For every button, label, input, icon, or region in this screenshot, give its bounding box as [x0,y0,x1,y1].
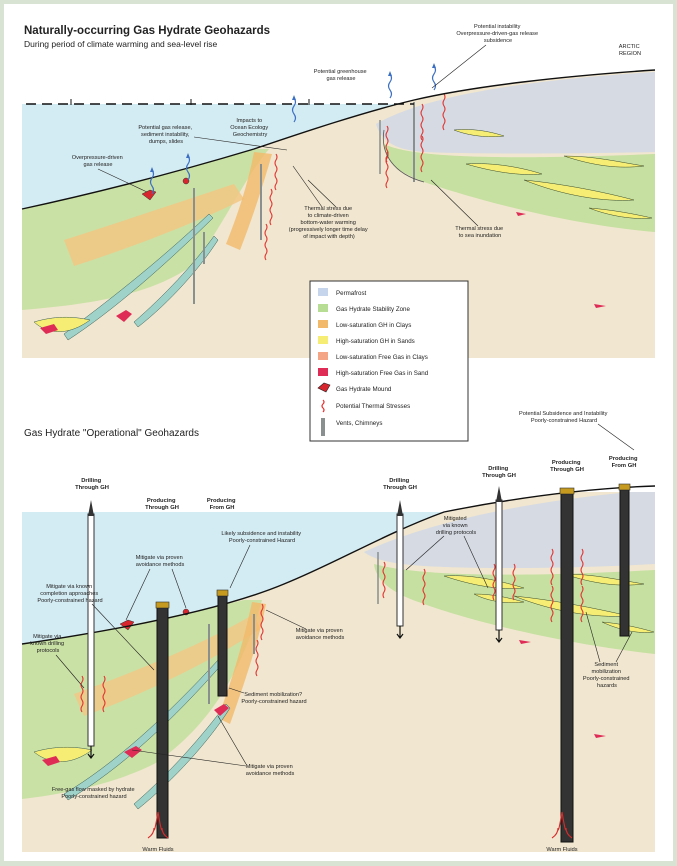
legend-label: High-saturation Free Gas in Sand [336,370,429,377]
geohazards-diagram: Naturally-occurring Gas Hydrate Geohazar… [21,24,656,853]
label-drilling-protocols-left: Mitigate via known drilling protocols [30,634,65,654]
well-producing-through-right [559,487,575,843]
label-avoidance-low: Mitigate via proven avoidance methods [246,764,295,777]
label-thermal-sea: Thermal stress due to sea inundation [455,226,504,239]
label-instability: Potential instability Overpressure-drive… [456,24,539,44]
label-drilling-left: Drilling Through GH [75,478,109,491]
label-completion: Mitigate via known completion approaches… [37,584,102,604]
label-producing-from-left: Producing From GH [207,498,237,511]
legend-label: Low-saturation GH in Clays [336,322,411,329]
label-free-gas: Free-gas flow masked by hydrate Poorly-c… [52,787,136,800]
top-subtitle: During period of climate warming and sea… [24,39,217,49]
label-drilling-mid: Drilling Through GH [383,478,417,491]
permafrost [376,72,655,154]
top-title: Naturally-occurring Gas Hydrate Geohazar… [24,25,270,37]
legend-swatch-ghsz [318,304,328,312]
warm-fluids-left-icon [147,811,169,839]
label-overpressure: Overpressure-driven gas release [72,155,125,168]
label-gas-release: Potential gas release, sediment instabil… [138,125,193,145]
label-ocean-ecology: Impacts to Ocean Ecology Geochemistry [230,118,270,138]
legend-mound-icon [317,382,331,393]
legend-swatch-lowsat-gh [318,320,328,328]
label-sediment-mob-right: Sediment mobilization Poorly-constrained… [583,662,631,689]
legend-swatch-highsat-gh [318,336,328,344]
well-drilling-mid [396,500,404,639]
top-cross-section [22,70,655,358]
legend-swatch-lowsat-gas [318,352,328,360]
legend-label: Permafrost [336,290,367,297]
label-region: ARCTIC REGION [619,44,641,57]
legend-thermal-icon [321,399,325,413]
label-sediment-mob: Sediment mobilization? Poorly-constraine… [241,692,306,705]
legend-label: Low-saturation Free Gas in Clays [336,354,428,361]
legend-label: Vents, Chimneys [336,420,382,427]
label-thermal-warming: Thermal stress due to climate-driven bot… [289,206,370,240]
label-greenhouse: Potential greenhouse gas release [314,69,368,82]
well-producing-from-right [618,483,631,637]
legend: Permafrost Gas Hydrate Stability Zone Lo… [309,280,469,442]
legend-swatch-highsat-gas [318,368,328,376]
label-subsidence-top: Potential Subsidence and Instability Poo… [519,411,609,424]
well-producing-through-left [155,601,170,839]
warm-fluids-right-icon [551,811,573,839]
ocean-water [22,100,414,209]
legend-vent-icon [321,418,325,436]
figure-frame: Naturally-occurring Gas Hydrate Geohazar… [4,4,673,861]
label-likely-subsidence: Likely subsidence and instability Poorly… [221,531,302,544]
label-drilling-right: Drilling Through GH [482,466,516,479]
bottom-title: Gas Hydrate "Operational" Geohazards [24,428,199,439]
legend-label: Gas Hydrate Mound [336,386,392,393]
label-producing-through-left: Producing Through GH [145,498,179,511]
label-avoidance-mid: Mitigate via proven avoidance methods [296,628,345,641]
label-warm-fluids-right: Warm Fluids [546,847,577,853]
legend-label: Potential Thermal Stresses [336,403,410,410]
label-warm-fluids-left: Warm Fluids [142,847,173,853]
legend-label: Gas Hydrate Stability Zone [336,306,410,313]
label-producing-from-right: Producing From GH [609,456,639,469]
well-drilling-left [87,500,95,759]
label-producing-through-right: Producing Through GH [550,460,584,473]
legend-label: High-saturation GH in Sands [336,338,415,345]
label-drilling-protocols-right: Mitigated via known drilling protocols [436,516,477,536]
well-producing-from-left [216,589,229,697]
legend-swatch-permafrost [318,288,328,296]
label-avoidance-top: Mitigate via proven avoidance methods [136,555,185,568]
well-drilling-right [495,486,503,643]
seafloor-line [21,69,656,210]
